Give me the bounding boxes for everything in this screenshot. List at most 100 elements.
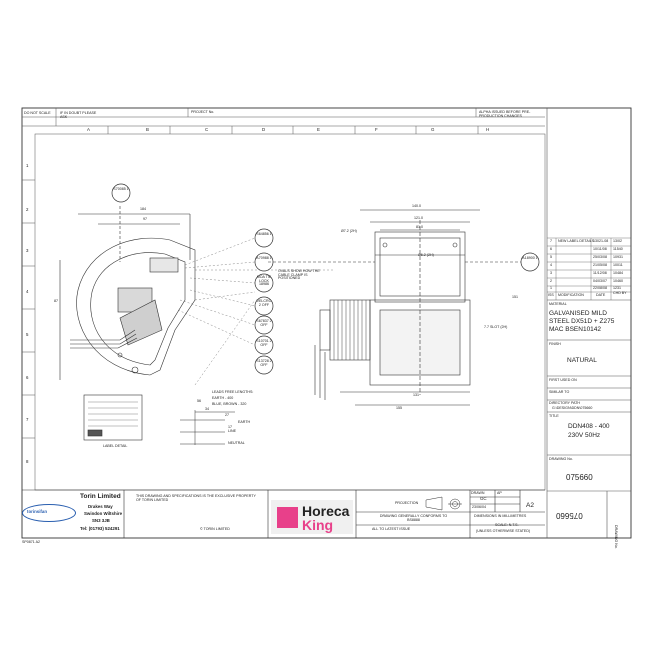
lead-wires xyxy=(180,410,235,445)
earth-note: EARTH - 400 xyxy=(212,396,234,400)
rev-mod-header: MODIFICATION xyxy=(558,293,584,297)
dim-155: 155 xyxy=(396,406,402,410)
row-8: 8 xyxy=(26,459,29,464)
dim-7-7: 7.7 SLOT (2H) xyxy=(484,325,508,329)
similar-to-label: SIMILAR TO xyxy=(549,390,570,394)
rev-5: 5 xyxy=(550,255,552,259)
dim-121: 121.0 xyxy=(414,216,423,220)
blue-brown-note: BLUE, BROWN - 320 xyxy=(212,402,247,406)
brand-name: torinsifan xyxy=(27,509,48,514)
drawn-value: GC xyxy=(480,496,487,501)
balloon-velcro-text: VELCRO 2 OFF xyxy=(256,299,272,307)
col-h: H xyxy=(486,127,490,132)
rev-4: 4 xyxy=(550,263,552,267)
dim-17: 17 xyxy=(228,425,232,429)
rev-7: 7 xyxy=(550,239,552,243)
balloon-s64856 xyxy=(254,228,274,248)
drawing-no-side-label: DRAWING No. xyxy=(614,525,618,549)
dim-27: 27 xyxy=(225,413,229,417)
logo-text-king: King xyxy=(302,517,334,533)
row-2: 2 xyxy=(26,207,29,212)
drawing-no-value: 075660 xyxy=(566,473,593,482)
row-3: 3 xyxy=(26,248,29,253)
dim-6-2: Ø6.2 (2H) xyxy=(418,253,434,257)
balloon-a18900-text: A18900 1 xyxy=(522,256,538,260)
rev-4-date: 10011 xyxy=(613,263,623,267)
first-used-label: FIRST USED ON xyxy=(549,378,577,382)
tolerances-note: (UNLESS OTHERWISE STATED) xyxy=(476,529,531,533)
app-label: AP xyxy=(497,491,502,495)
projection-label: PROJECTION xyxy=(395,501,419,505)
do-not-scale: DO NOT SCALE xyxy=(24,111,51,115)
rev-4-ref: 21/05/08 xyxy=(593,263,607,267)
row-7: 7 xyxy=(26,417,29,422)
crown-icon xyxy=(277,507,298,528)
directory-label: DIRECTORY PATH xyxy=(549,401,581,405)
rev-2-date: 10460 xyxy=(613,279,623,283)
fan-housing-side-view xyxy=(59,206,196,380)
all-latest: ALL TO LATEST ISSUE xyxy=(372,527,411,531)
col-c: C xyxy=(205,127,209,132)
rev-2: 2 xyxy=(550,279,552,283)
rev-7-desc: NEW LABEL DETAILS xyxy=(558,239,595,243)
rev-iss-header: ISS xyxy=(548,293,554,297)
balloon-s13728 xyxy=(254,355,274,375)
row-1: 1 xyxy=(26,163,29,168)
rev-5-date: 10931 xyxy=(613,255,623,259)
sheet-border xyxy=(21,107,632,539)
balloon-s64856-text: S64856 1 xyxy=(256,232,272,236)
directory-value: G:\DESIGN\DDN\075660 xyxy=(552,406,593,410)
rev-3-ref: 11/12/08 xyxy=(593,271,607,275)
torinsifan-logo xyxy=(22,504,76,522)
rev-1-date: 1231 xyxy=(613,286,621,290)
drawing-no-rotated: 075660 xyxy=(556,511,583,520)
rev-3-date: 10484 xyxy=(613,271,623,275)
dim-56: 56 xyxy=(197,399,201,403)
rev-7-ref: 13021-08 xyxy=(593,239,609,243)
balloon-s10701 xyxy=(254,335,274,355)
scale-note: SCALE: N.T.S. xyxy=(495,523,519,527)
address-2: Swindon Wiltshire xyxy=(84,511,123,516)
rev-chd-header: CHD BY xyxy=(613,291,627,295)
material-value: GALVANISED MILD STEEL DX51D + Z275 MAC B… xyxy=(549,310,615,333)
finish-label: FINISH xyxy=(549,342,561,346)
balloon-s13728-text: S13728 2 OFF xyxy=(256,359,272,367)
row-6: 6 xyxy=(26,375,29,380)
balloon-s70085 xyxy=(111,183,131,203)
dim-97: 97 xyxy=(143,217,147,221)
balloon-velcro xyxy=(254,296,274,316)
copyright-text: THIS DRAWING AND SPECIFICATIONS IS THE E… xyxy=(136,494,256,503)
dim-131: 131 xyxy=(413,393,419,397)
dim-151: 151 xyxy=(512,295,518,299)
rev-1: 1 xyxy=(550,286,552,290)
address-3: SN3 3JB xyxy=(92,518,110,523)
drawing-no-label: DRAWING No. xyxy=(549,457,573,461)
col-g: G xyxy=(431,127,435,132)
dim-81: 81.0 xyxy=(416,225,423,229)
col-d: D xyxy=(262,127,266,132)
sheet-size: A2 xyxy=(526,502,534,509)
lead-neutral-label: NEUTRAL xyxy=(228,441,245,445)
company-name: Torin Limited xyxy=(80,493,121,500)
row-5: 5 xyxy=(26,332,29,337)
rev-3: 3 xyxy=(550,271,552,275)
drawing-generally: DRAWING GENERALLY CONFORMS TO BS8888 xyxy=(379,514,448,522)
rev-5-ref: 25/03/08 xyxy=(593,255,607,259)
rev-6-date: 11540 xyxy=(613,247,623,251)
material-label: MATERIAL xyxy=(549,302,567,306)
row-4: 4 xyxy=(26,289,29,294)
title-line-2: 230V 50Hz xyxy=(568,432,601,439)
date-short: 23/06/04 xyxy=(472,505,486,509)
balloon-s67837 xyxy=(254,315,274,335)
ovals-note: OVALS SHOW HOW THE CABLE CLAMP IS POSITI… xyxy=(278,269,320,281)
logo-text-horeca: Horeca xyxy=(302,503,350,519)
col-e: E xyxy=(317,127,320,132)
col-f: F xyxy=(375,127,378,132)
dim-184: 184 xyxy=(140,207,146,211)
balloon-s10701-text: S10701 2 OFF xyxy=(256,339,272,347)
lead-free-note: LEADS FREE LENGTHS: xyxy=(212,390,254,394)
finish-value: NATURAL xyxy=(567,357,597,364)
dim-34: 34 xyxy=(205,407,209,411)
balloon-s70085-text: S70085 1 xyxy=(113,187,129,191)
label-detail-caption: LABEL DETAIL xyxy=(103,444,128,448)
